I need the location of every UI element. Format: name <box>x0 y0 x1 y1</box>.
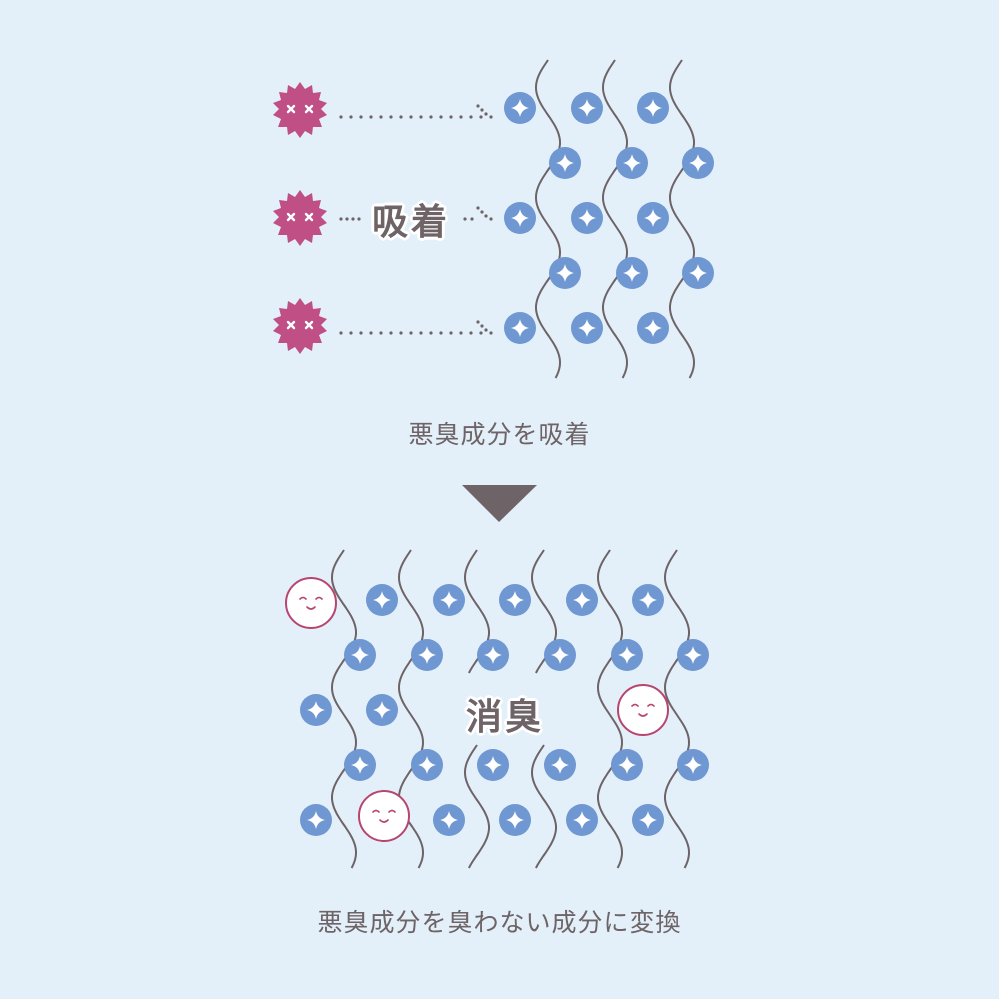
fiber-line <box>530 744 557 869</box>
molecule-sparkle-icon <box>544 749 576 781</box>
molecule-sparkle-icon <box>499 804 531 836</box>
smiley-face-icon <box>617 684 669 736</box>
molecule-sparkle-icon <box>433 584 465 616</box>
molecule-sparkle-icon <box>344 749 376 781</box>
molecule-sparkle-icon <box>616 257 648 289</box>
molecule-sparkle-icon <box>504 92 536 124</box>
deodorize-label: 消臭 <box>466 697 545 738</box>
molecule-sparkle-icon <box>504 202 536 234</box>
odor-particles <box>271 80 329 356</box>
molecule-sparkle-icon <box>549 147 581 179</box>
adsorption-label: 吸着 <box>372 202 451 243</box>
fiber-line <box>601 59 629 379</box>
molecule-sparkle-icon <box>544 639 576 671</box>
deodorize-caption: 悪臭成分を臭わない成分に変換 <box>317 908 682 937</box>
fiber-line <box>663 549 691 869</box>
molecule-sparkle-icon <box>571 312 603 344</box>
molecule-sparkle-icon <box>477 639 509 671</box>
molecule-sparkle-icon <box>566 584 598 616</box>
adsorption-caption: 悪臭成分を吸着 <box>408 420 591 449</box>
molecule-sparkle-icon <box>549 257 581 289</box>
molecule-sparkle-icon <box>411 749 443 781</box>
molecule-sparkle-icon <box>499 584 531 616</box>
molecule-sparkle-icon <box>637 312 669 344</box>
molecule-sparkle-icon <box>571 202 603 234</box>
down-triangle-icon <box>462 485 537 522</box>
molecule-sparkle-icon <box>632 584 664 616</box>
molecule-sparkle-icon <box>571 92 603 124</box>
molecule-sparkle-icon <box>616 147 648 179</box>
molecule-sparkle-icon <box>677 749 709 781</box>
molecule-sparkle-icon <box>433 804 465 836</box>
molecule-sparkle-icon <box>411 639 443 671</box>
molecule-sparkle-icon <box>611 639 643 671</box>
adsorption-dotted-arrows <box>339 104 493 335</box>
odor-germ-icon <box>271 188 329 248</box>
molecule-sparkle-icon <box>300 804 332 836</box>
fiber-line <box>534 59 562 379</box>
smiley-face-icon <box>285 577 337 629</box>
molecule-sparkle-icon <box>366 694 398 726</box>
molecule-sparkle-icon <box>366 584 398 616</box>
molecule-sparkle-icon <box>682 257 714 289</box>
fiber-line <box>596 549 624 869</box>
odor-germ-icon <box>271 80 329 140</box>
molecule-sparkle-icon <box>611 749 643 781</box>
molecule-sparkle-icon <box>344 639 376 671</box>
molecule-sparkle-icon <box>566 804 598 836</box>
molecule-sparkle-icon <box>632 804 664 836</box>
fiber-line <box>668 59 696 379</box>
molecule-sparkle-icon <box>677 639 709 671</box>
molecule-sparkle-icon <box>300 694 332 726</box>
molecule-sparkle-icon <box>504 312 536 344</box>
top-fiber-lines <box>534 59 696 379</box>
molecule-sparkle-icon <box>637 202 669 234</box>
molecule-sparkle-icon <box>637 92 669 124</box>
fiber-line <box>463 744 490 869</box>
molecule-sparkle-icon <box>682 147 714 179</box>
molecule-sparkle-icon <box>477 749 509 781</box>
smiley-face-icon <box>358 790 410 842</box>
fiber-line <box>330 549 358 869</box>
odor-germ-icon <box>271 296 329 356</box>
